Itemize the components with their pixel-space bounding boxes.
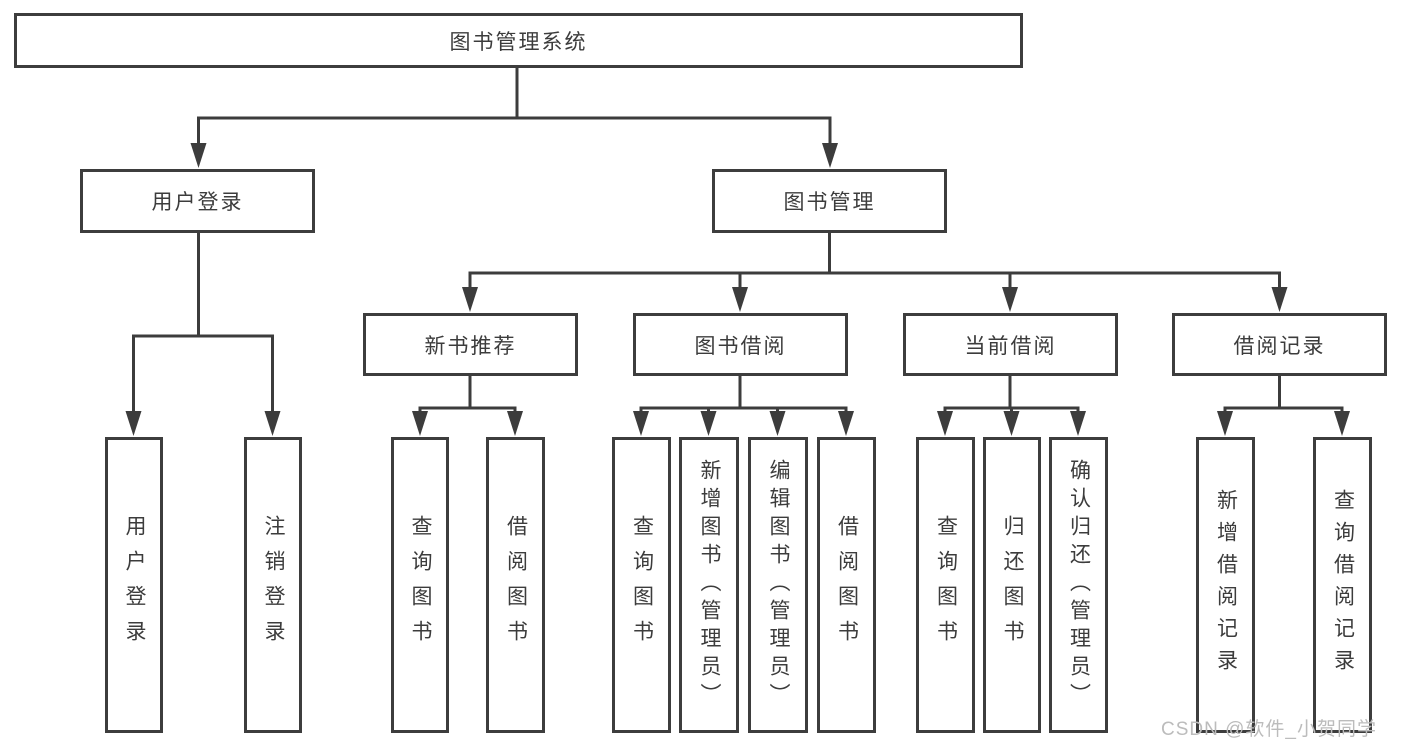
node-new-book-rec: 新书推荐 xyxy=(363,313,578,376)
arrow-down-icon xyxy=(822,143,838,168)
csdn-watermark: CSDN @软件_小贺同学 xyxy=(1161,719,1377,740)
node-current-borrow: 当前借阅 xyxy=(903,313,1118,376)
node-user-login: 用户登录 xyxy=(80,169,315,233)
connector-borrowrecord-to-leaves xyxy=(1223,376,1344,414)
arrow-down-icon xyxy=(1002,287,1018,312)
leaf-bookborrow-edit-books-admin: 编辑图书（管理员） xyxy=(748,437,808,733)
leaf-logout: 注销登录 xyxy=(244,437,302,733)
node-book-borrow: 图书借阅 xyxy=(633,313,848,376)
arrow-down-icon xyxy=(633,411,649,436)
arrow-down-icon xyxy=(1070,411,1086,436)
connector-bookmgmt-to-level3 xyxy=(468,233,1281,291)
arrow-down-icon xyxy=(700,411,717,436)
arrow-down-icon xyxy=(1334,411,1350,436)
node-borrow-record: 借阅记录 xyxy=(1172,313,1387,376)
arrow-down-icon xyxy=(838,411,854,436)
connector-root-to-level2 xyxy=(197,68,832,146)
arrow-down-icon xyxy=(125,411,142,436)
leaf-currentborrow-query-books: 查询图书 xyxy=(916,437,975,733)
leaf-newbookrec-borrow-books: 借阅图书 xyxy=(486,437,545,733)
arrow-down-icon xyxy=(732,287,748,312)
leaf-borrowrecord-add-record: 新增借阅记录 xyxy=(1196,437,1255,733)
node-book-mgmt: 图书管理 xyxy=(712,169,947,233)
arrow-down-icon xyxy=(769,411,786,436)
arrow-down-icon xyxy=(190,143,207,168)
arrow-down-icon xyxy=(1217,411,1233,436)
leaf-currentborrow-return-books: 归还图书 xyxy=(983,437,1041,733)
leaf-bookborrow-borrow-books: 借阅图书 xyxy=(817,437,876,733)
leaf-borrowrecord-query-record: 查询借阅记录 xyxy=(1313,437,1372,733)
connector-newbookrec-to-leaves xyxy=(418,376,517,414)
arrow-down-icon xyxy=(412,411,428,436)
connector-currentborrow-to-leaves xyxy=(943,376,1080,414)
leaf-bookborrow-add-books-admin: 新增图书（管理员） xyxy=(679,437,739,733)
arrow-down-icon xyxy=(507,411,523,436)
node-root: 图书管理系统 xyxy=(14,13,1023,68)
arrow-down-icon xyxy=(937,411,953,436)
leaf-newbookrec-query-books: 查询图书 xyxy=(391,437,449,733)
arrow-down-icon xyxy=(1271,287,1288,312)
arrow-down-icon xyxy=(462,287,478,312)
arrow-down-icon xyxy=(1003,411,1020,436)
arrow-down-icon xyxy=(264,411,281,436)
connector-userlogin-to-leaves xyxy=(132,233,274,414)
leaf-user-login: 用户登录 xyxy=(105,437,163,733)
connector-bookborrow-to-leaves xyxy=(639,376,848,414)
leaf-bookborrow-query-books: 查询图书 xyxy=(612,437,671,733)
leaf-currentborrow-confirm-return-admin: 确认归还（管理员） xyxy=(1049,437,1108,733)
